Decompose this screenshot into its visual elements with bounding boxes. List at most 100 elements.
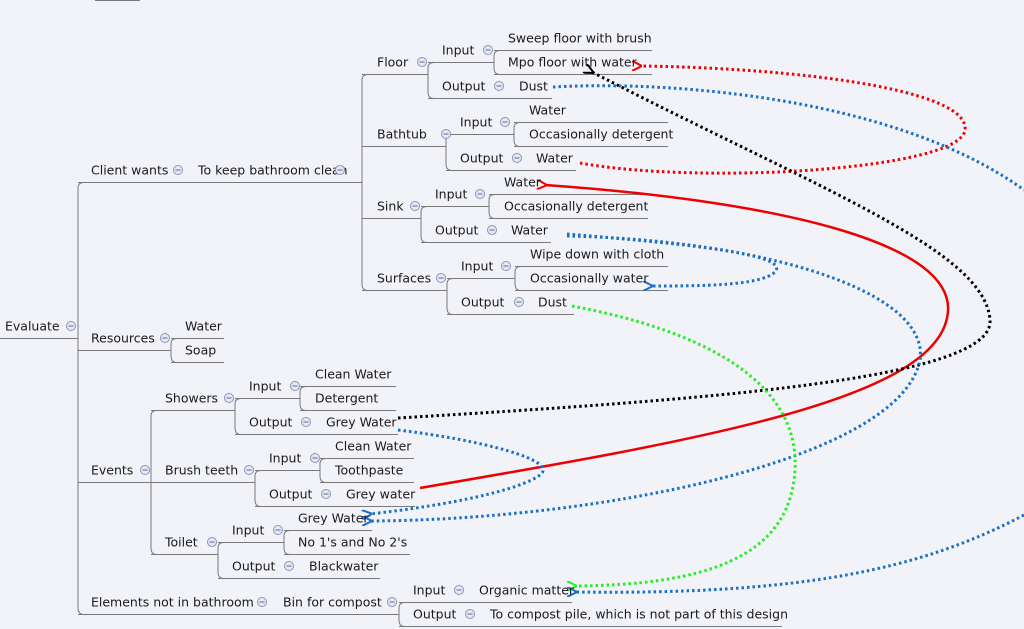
node-sink-water-in[interactable]: Water bbox=[504, 174, 541, 190]
node-toilet[interactable]: Toilet bbox=[165, 534, 198, 550]
collapse-toggle-icon[interactable] bbox=[257, 597, 268, 608]
node-bathtub-input[interactable]: Input bbox=[460, 114, 493, 130]
collapse-toggle-icon[interactable] bbox=[387, 597, 398, 608]
connector-bracket bbox=[445, 134, 453, 171]
node-resource-water[interactable]: Water bbox=[185, 318, 222, 334]
collapse-toggle-icon[interactable] bbox=[417, 57, 428, 68]
node-brush-teeth[interactable]: Brush teeth bbox=[165, 462, 239, 478]
collapse-toggle-icon[interactable] bbox=[244, 465, 255, 476]
node-bin-for-compost[interactable]: Bin for compost bbox=[283, 594, 382, 610]
node-showers[interactable]: Showers bbox=[165, 390, 219, 406]
collapse-toggle-icon[interactable] bbox=[410, 201, 421, 212]
node-mop-floor[interactable]: Mpo floor with water bbox=[508, 54, 637, 70]
node-floor-dust[interactable]: Dust bbox=[519, 78, 548, 94]
node-occasionally-water[interactable]: Occasionally water bbox=[530, 270, 649, 286]
node-bathtub-water-in[interactable]: Water bbox=[529, 102, 566, 118]
collapse-toggle-icon[interactable] bbox=[494, 81, 505, 92]
collapse-toggle-icon[interactable] bbox=[290, 381, 301, 392]
node-floor-output[interactable]: Output bbox=[442, 78, 486, 94]
collapse-toggle-icon[interactable] bbox=[310, 453, 321, 464]
collapse-toggle-icon[interactable] bbox=[284, 561, 295, 572]
node-client-wants[interactable]: Client wants bbox=[91, 162, 169, 178]
node-surfaces[interactable]: Surfaces bbox=[377, 270, 432, 286]
collapse-toggle-icon[interactable] bbox=[512, 153, 523, 164]
node-showers-input[interactable]: Input bbox=[249, 378, 282, 394]
collapse-toggle-icon[interactable] bbox=[173, 165, 184, 176]
node-resource-soap[interactable]: Soap bbox=[185, 342, 217, 358]
node-bathtub-output[interactable]: Output bbox=[460, 150, 504, 166]
node-evaluate[interactable]: Evaluate bbox=[5, 318, 60, 334]
connector-bracket bbox=[150, 410, 158, 555]
collapse-toggle-icon[interactable] bbox=[500, 117, 511, 128]
collapse-toggle-icon[interactable] bbox=[501, 261, 512, 272]
node-brush-output[interactable]: Output bbox=[269, 486, 313, 502]
node-bathtub-water-out[interactable]: Water bbox=[536, 150, 573, 166]
node-surfaces-output[interactable]: Output bbox=[461, 294, 505, 310]
connector-bracket bbox=[283, 530, 291, 555]
collapse-toggle-icon[interactable] bbox=[224, 393, 235, 404]
collapse-toggle-icon[interactable] bbox=[160, 333, 171, 344]
connector-bracket bbox=[299, 386, 307, 411]
node-blackwater[interactable]: Blackwater bbox=[309, 558, 379, 574]
collapse-toggle-icon[interactable] bbox=[475, 189, 486, 200]
collapse-toggle-icon[interactable] bbox=[514, 297, 525, 308]
collapse-toggle-icon[interactable] bbox=[66, 321, 77, 332]
node-sink-water-out[interactable]: Water bbox=[511, 222, 548, 238]
node-wipe-down[interactable]: Wipe down with cloth bbox=[530, 246, 665, 262]
collapse-toggle-icon[interactable] bbox=[483, 45, 494, 56]
node-no1-no2[interactable]: No 1's and No 2's bbox=[298, 534, 408, 550]
collapse-toggle-icon[interactable] bbox=[487, 225, 498, 236]
collapse-toggle-icon[interactable] bbox=[301, 417, 312, 428]
collapse-toggle-icon[interactable] bbox=[273, 525, 284, 536]
node-showers-output[interactable]: Output bbox=[249, 414, 293, 430]
node-toilet-input[interactable]: Input bbox=[232, 522, 265, 538]
connector-bracket bbox=[77, 182, 85, 615]
node-floor[interactable]: Floor bbox=[377, 54, 409, 70]
node-surfaces-input[interactable]: Input bbox=[461, 258, 494, 274]
node-sink[interactable]: Sink bbox=[377, 198, 404, 214]
collapse-toggle-icon[interactable] bbox=[465, 609, 476, 620]
arrow-brush-to-sink bbox=[419, 185, 950, 490]
connector-lines bbox=[0, 0, 782, 627]
node-compost-pile[interactable]: To compost pile, which is not part of th… bbox=[490, 606, 788, 622]
node-showers-grey-water[interactable]: Grey Water bbox=[326, 414, 397, 430]
collapse-toggle-icon[interactable] bbox=[335, 165, 346, 176]
arrow-offscreen-to-compost bbox=[575, 513, 1024, 592]
connector-bracket bbox=[361, 74, 369, 291]
node-brush-clean-water[interactable]: Clean Water bbox=[335, 438, 412, 454]
node-sweep-floor[interactable]: Sweep floor with brush bbox=[508, 30, 652, 46]
node-toilet-output[interactable]: Output bbox=[232, 558, 276, 574]
node-toothpaste[interactable]: Toothpaste bbox=[335, 462, 404, 478]
connector-bracket bbox=[234, 398, 242, 435]
node-sink-detergent[interactable]: Occasionally detergent bbox=[504, 198, 649, 214]
collapse-toggle-icon[interactable] bbox=[321, 489, 332, 500]
node-showers-clean-water[interactable]: Clean Water bbox=[315, 366, 392, 382]
arrow-shower-to-toilet bbox=[370, 428, 545, 514]
node-showers-detergent[interactable]: Detergent bbox=[315, 390, 379, 406]
collapse-toggle-icon[interactable] bbox=[436, 273, 447, 284]
node-bathtub-detergent[interactable]: Occasionally detergent bbox=[529, 126, 674, 142]
node-bathtub[interactable]: Bathtub bbox=[377, 126, 427, 142]
node-elements-not-in-bathroom[interactable]: Elements not in bathroom bbox=[91, 594, 254, 610]
collapse-toggle-icon[interactable] bbox=[454, 585, 465, 596]
node-events[interactable]: Events bbox=[91, 462, 134, 478]
collapse-toggle-icon[interactable] bbox=[207, 537, 218, 548]
node-sink-output[interactable]: Output bbox=[435, 222, 479, 238]
node-resources[interactable]: Resources bbox=[91, 330, 155, 346]
node-sink-input[interactable]: Input bbox=[435, 186, 468, 202]
node-brush-input[interactable]: Input bbox=[269, 450, 302, 466]
node-floor-input[interactable]: Input bbox=[442, 42, 475, 58]
node-brush-grey-water[interactable]: Grey water bbox=[346, 486, 416, 502]
connector-bracket bbox=[420, 206, 428, 243]
node-toilet-grey-water[interactable]: Grey Water bbox=[298, 510, 369, 526]
node-compost-input[interactable]: Input bbox=[413, 582, 446, 598]
node-compost-output[interactable]: Output bbox=[413, 606, 457, 622]
node-surfaces-dust[interactable]: Dust bbox=[538, 294, 567, 310]
connector-bracket bbox=[217, 542, 225, 579]
connector-bracket bbox=[254, 470, 262, 507]
collapse-toggle-icon[interactable] bbox=[140, 465, 151, 476]
node-keep-bathroom-clean[interactable]: To keep bathroom clean bbox=[198, 162, 348, 178]
collapse-toggle-icon[interactable] bbox=[441, 129, 452, 140]
node-organic-matter[interactable]: Organic matter bbox=[479, 582, 575, 598]
